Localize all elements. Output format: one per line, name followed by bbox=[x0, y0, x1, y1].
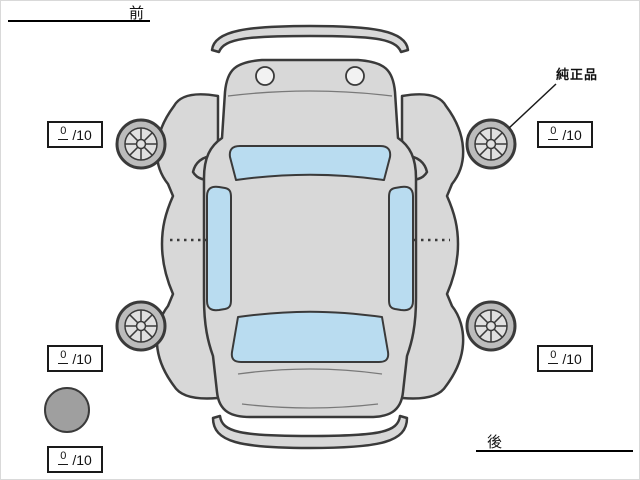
tread-value: 0 bbox=[58, 450, 69, 465]
rear-label-text: 後 bbox=[487, 434, 503, 451]
rear-window bbox=[230, 310, 390, 363]
wheel-front-right bbox=[465, 118, 517, 170]
spare-tire-icon bbox=[44, 387, 90, 433]
tread-denominator: /10 bbox=[72, 451, 92, 468]
tread-value: 0 bbox=[548, 349, 559, 364]
trunk-seam bbox=[237, 368, 383, 375]
rear-bumper bbox=[211, 414, 409, 450]
tread-value: 0 bbox=[58, 125, 69, 140]
hood-seam bbox=[227, 90, 393, 97]
tread-score-rear-left: 0 /10 bbox=[47, 345, 103, 372]
genuine-part-pointer-line bbox=[508, 83, 557, 129]
wheel-front-left bbox=[115, 118, 167, 170]
tread-score-rear-right: 0 /10 bbox=[537, 345, 593, 372]
windshield bbox=[228, 145, 392, 181]
tread-score-front-left: 0 /10 bbox=[47, 121, 103, 148]
trunk-edge-seam bbox=[241, 403, 379, 409]
front-label: 前 bbox=[8, 2, 150, 22]
tread-value: 0 bbox=[548, 125, 559, 140]
genuine-part-label: 純正品 bbox=[556, 67, 599, 82]
tread-score-spare: 0 /10 bbox=[47, 446, 103, 473]
side-window-left bbox=[206, 185, 232, 312]
wheel-rear-left bbox=[115, 300, 167, 352]
tread-denominator: /10 bbox=[72, 126, 92, 143]
front-bumper bbox=[210, 24, 410, 54]
front-label-text: 前 bbox=[128, 5, 144, 22]
hood-detail-left bbox=[255, 66, 275, 86]
tread-score-front-right: 0 /10 bbox=[537, 121, 593, 148]
car-body bbox=[202, 58, 418, 419]
side-window-right bbox=[388, 185, 414, 312]
tread-denominator: /10 bbox=[562, 126, 582, 143]
wheel-rear-right bbox=[465, 300, 517, 352]
tread-denominator: /10 bbox=[72, 350, 92, 367]
hood-detail-right bbox=[345, 66, 365, 86]
tread-value: 0 bbox=[58, 349, 69, 364]
tread-denominator: /10 bbox=[562, 350, 582, 367]
rear-label: 後 bbox=[476, 431, 633, 452]
